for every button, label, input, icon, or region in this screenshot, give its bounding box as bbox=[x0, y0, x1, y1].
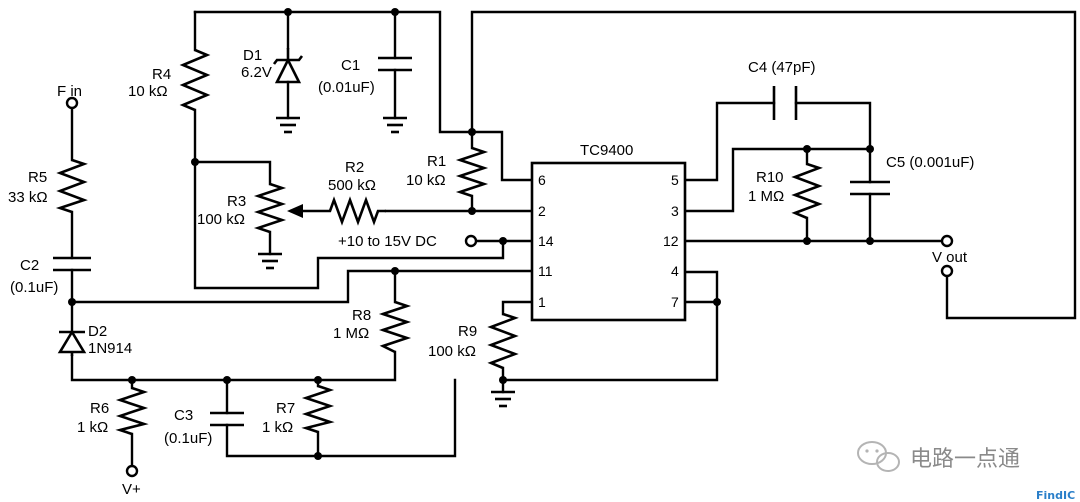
c5-capacitor-symbol bbox=[850, 180, 890, 196]
v-out-terminal-upper bbox=[940, 234, 954, 248]
d1-ref: D1 bbox=[243, 47, 262, 64]
f-in-terminal bbox=[65, 96, 79, 110]
r2-value: 500 kΩ bbox=[328, 177, 376, 194]
r6-ref: R6 bbox=[90, 400, 109, 417]
r7-ref: R7 bbox=[276, 400, 295, 417]
pin-14: 14 bbox=[538, 233, 554, 249]
c2-value: (0.1uF) bbox=[10, 279, 58, 296]
r3-resistor-symbol bbox=[253, 182, 287, 234]
r4-ref: R4 bbox=[152, 66, 171, 83]
r1-value: 10 kΩ bbox=[406, 172, 446, 189]
pin-6: 6 bbox=[538, 172, 546, 188]
f-in-label: F in bbox=[57, 83, 82, 100]
c3-capacitor-symbol bbox=[210, 411, 244, 427]
r4-resistor-symbol bbox=[179, 48, 211, 112]
r5-ref: R5 bbox=[28, 169, 47, 186]
c5-ref: C5 (0.001uF) bbox=[886, 154, 974, 171]
pin-12: 12 bbox=[663, 233, 679, 249]
findic-brand: FindIC bbox=[1036, 489, 1075, 502]
c4-ref: C4 (47pF) bbox=[748, 59, 816, 76]
wechat-logo bbox=[857, 441, 900, 472]
c3-value: (0.1uF) bbox=[164, 430, 212, 447]
c1-capacitor-symbol bbox=[378, 56, 412, 72]
c3-ref: C3 bbox=[174, 407, 193, 424]
r8-ref: R8 bbox=[352, 307, 371, 324]
d1-value: 6.2V bbox=[241, 64, 272, 81]
r9-resistor-symbol bbox=[487, 312, 519, 370]
c1-value: (0.01uF) bbox=[318, 79, 375, 96]
r7-value: 1 kΩ bbox=[262, 419, 293, 436]
v-plus-terminal bbox=[125, 464, 139, 478]
pin-3: 3 bbox=[671, 203, 679, 219]
d2-ref: D2 bbox=[88, 323, 107, 340]
chip-name: TC9400 bbox=[580, 142, 633, 159]
r10-value: 1 MΩ bbox=[748, 188, 784, 205]
c4-capacitor-symbol bbox=[772, 86, 798, 120]
ground-symbol-d1 bbox=[276, 116, 300, 134]
junction-dots bbox=[68, 8, 874, 460]
watermark-text: 电路一点通 bbox=[910, 447, 1020, 472]
r10-resistor-symbol bbox=[791, 162, 823, 220]
d1-zener-symbol bbox=[272, 48, 304, 84]
r8-resistor-symbol bbox=[378, 300, 412, 354]
pin-11: 11 bbox=[538, 263, 553, 279]
r4-value: 10 kΩ bbox=[128, 83, 168, 100]
c1-ref: C1 bbox=[341, 57, 360, 74]
supply-terminal bbox=[464, 234, 478, 248]
pin-4: 4 bbox=[671, 263, 679, 279]
r2-resistor-symbol bbox=[287, 196, 386, 226]
r1-resistor-symbol bbox=[455, 146, 489, 198]
r5-resistor-symbol bbox=[55, 158, 88, 214]
ground-symbol-r3 bbox=[258, 252, 282, 270]
r7-resistor-symbol bbox=[301, 384, 335, 434]
r9-value: 100 kΩ bbox=[428, 343, 476, 360]
tc9400-chip: TC9400 6 2 14 11 1 5 3 12 4 7 bbox=[530, 142, 687, 322]
pin-7: 7 bbox=[671, 294, 679, 310]
d2-diode-symbol bbox=[57, 329, 87, 356]
ground-symbol-r9 bbox=[491, 390, 515, 408]
r3-value: 100 kΩ bbox=[197, 211, 245, 228]
r8-value: 1 MΩ bbox=[333, 325, 369, 342]
ground-symbol-c1 bbox=[383, 116, 407, 134]
c2-capacitor-symbol bbox=[53, 256, 91, 272]
v-out-label: V out bbox=[932, 249, 968, 266]
r6-resistor-symbol bbox=[115, 386, 149, 436]
r1-ref: R1 bbox=[427, 153, 446, 170]
pin-1: 1 bbox=[538, 294, 546, 310]
supply-label: +10 to 15V DC bbox=[338, 233, 437, 250]
r3-ref: R3 bbox=[227, 193, 246, 210]
c2-ref: C2 bbox=[20, 257, 39, 274]
r2-ref: R2 bbox=[345, 159, 364, 176]
pin-2: 2 bbox=[538, 203, 546, 219]
pin-5: 5 bbox=[671, 172, 679, 188]
r10-ref: R10 bbox=[756, 169, 784, 186]
v-plus-label: V+ bbox=[122, 481, 141, 498]
r9-ref: R9 bbox=[458, 323, 477, 340]
v-out-terminal-lower bbox=[940, 264, 954, 278]
r6-value: 1 kΩ bbox=[77, 419, 108, 436]
r5-value: 33 kΩ bbox=[8, 189, 48, 206]
d2-value: 1N914 bbox=[88, 340, 132, 357]
